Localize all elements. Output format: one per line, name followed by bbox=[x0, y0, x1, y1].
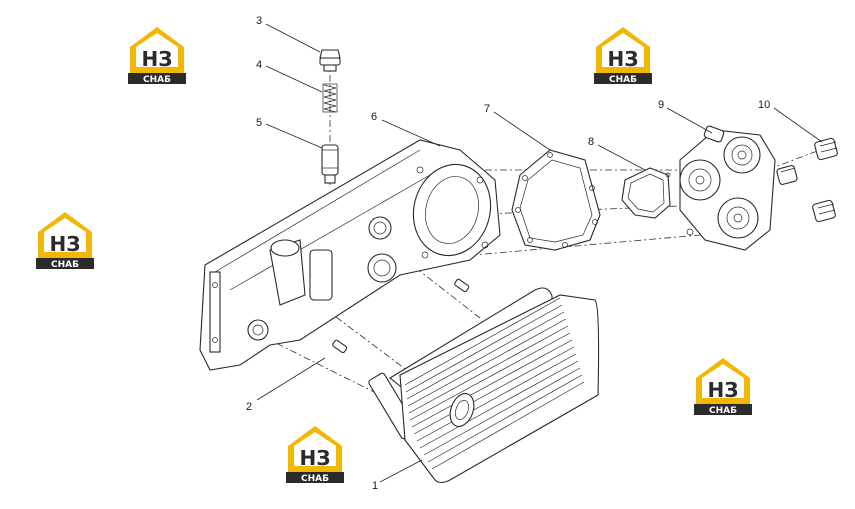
cover-gasket bbox=[511, 149, 601, 251]
callout-3: 3 bbox=[256, 15, 321, 53]
watermark-logo: НЗ СНАБ bbox=[36, 212, 94, 270]
callout-number: 9 bbox=[658, 99, 664, 111]
callout-number: 3 bbox=[256, 15, 262, 27]
callout-2: 2 bbox=[246, 357, 326, 413]
callout-5: 5 bbox=[256, 117, 323, 149]
callout-9: 9 bbox=[658, 99, 713, 134]
watermark-logo: НЗ СНАБ bbox=[128, 27, 186, 85]
drain-plug bbox=[776, 165, 798, 185]
callout-number: 2 bbox=[246, 401, 252, 413]
callout-number: 6 bbox=[371, 111, 377, 123]
logo-top-text: НЗ bbox=[300, 446, 331, 470]
callout-10: 10 bbox=[758, 99, 823, 143]
logo-top-text: НЗ bbox=[50, 232, 81, 256]
valve-spring bbox=[322, 83, 338, 113]
callout-4: 4 bbox=[256, 59, 323, 93]
callout-number: 5 bbox=[256, 117, 262, 129]
callout-1: 1 bbox=[372, 459, 423, 492]
oil-cooler-housing bbox=[199, 139, 501, 371]
callout-number: 1 bbox=[372, 480, 378, 492]
logo-top-text: НЗ bbox=[708, 378, 739, 402]
small-gasket bbox=[621, 167, 671, 219]
dowel-pin bbox=[332, 278, 470, 354]
relief-valve-piston bbox=[321, 144, 339, 184]
drain-plug bbox=[812, 199, 836, 223]
logo-top-text: НЗ bbox=[142, 47, 173, 71]
logo-bottom-text: СНАБ bbox=[301, 474, 329, 484]
callout-7: 7 bbox=[484, 103, 551, 151]
callout-number: 4 bbox=[256, 59, 262, 71]
watermark-logo: НЗ СНАБ bbox=[594, 27, 652, 85]
filter-cover bbox=[679, 125, 776, 251]
watermark-logo: НЗ СНАБ bbox=[694, 358, 752, 416]
plug-bolt bbox=[319, 49, 341, 72]
logo-bottom-text: СНАБ bbox=[709, 406, 737, 416]
drain-plug bbox=[814, 137, 838, 161]
logo-top-text: НЗ bbox=[608, 47, 639, 71]
watermark-logo: НЗ СНАБ bbox=[286, 426, 344, 484]
logo-bottom-text: СНАБ bbox=[143, 75, 171, 85]
cooler-fins bbox=[404, 297, 585, 470]
callout-number: 10 bbox=[758, 99, 770, 111]
logo-bottom-text: СНАБ bbox=[609, 75, 637, 85]
callout-number: 7 bbox=[484, 103, 490, 115]
callout-6: 6 bbox=[371, 111, 441, 147]
callout-number: 8 bbox=[588, 136, 594, 148]
callout-8: 8 bbox=[588, 136, 646, 171]
oil-cooler bbox=[368, 287, 600, 484]
logo-bottom-text: СНАБ bbox=[51, 260, 79, 270]
